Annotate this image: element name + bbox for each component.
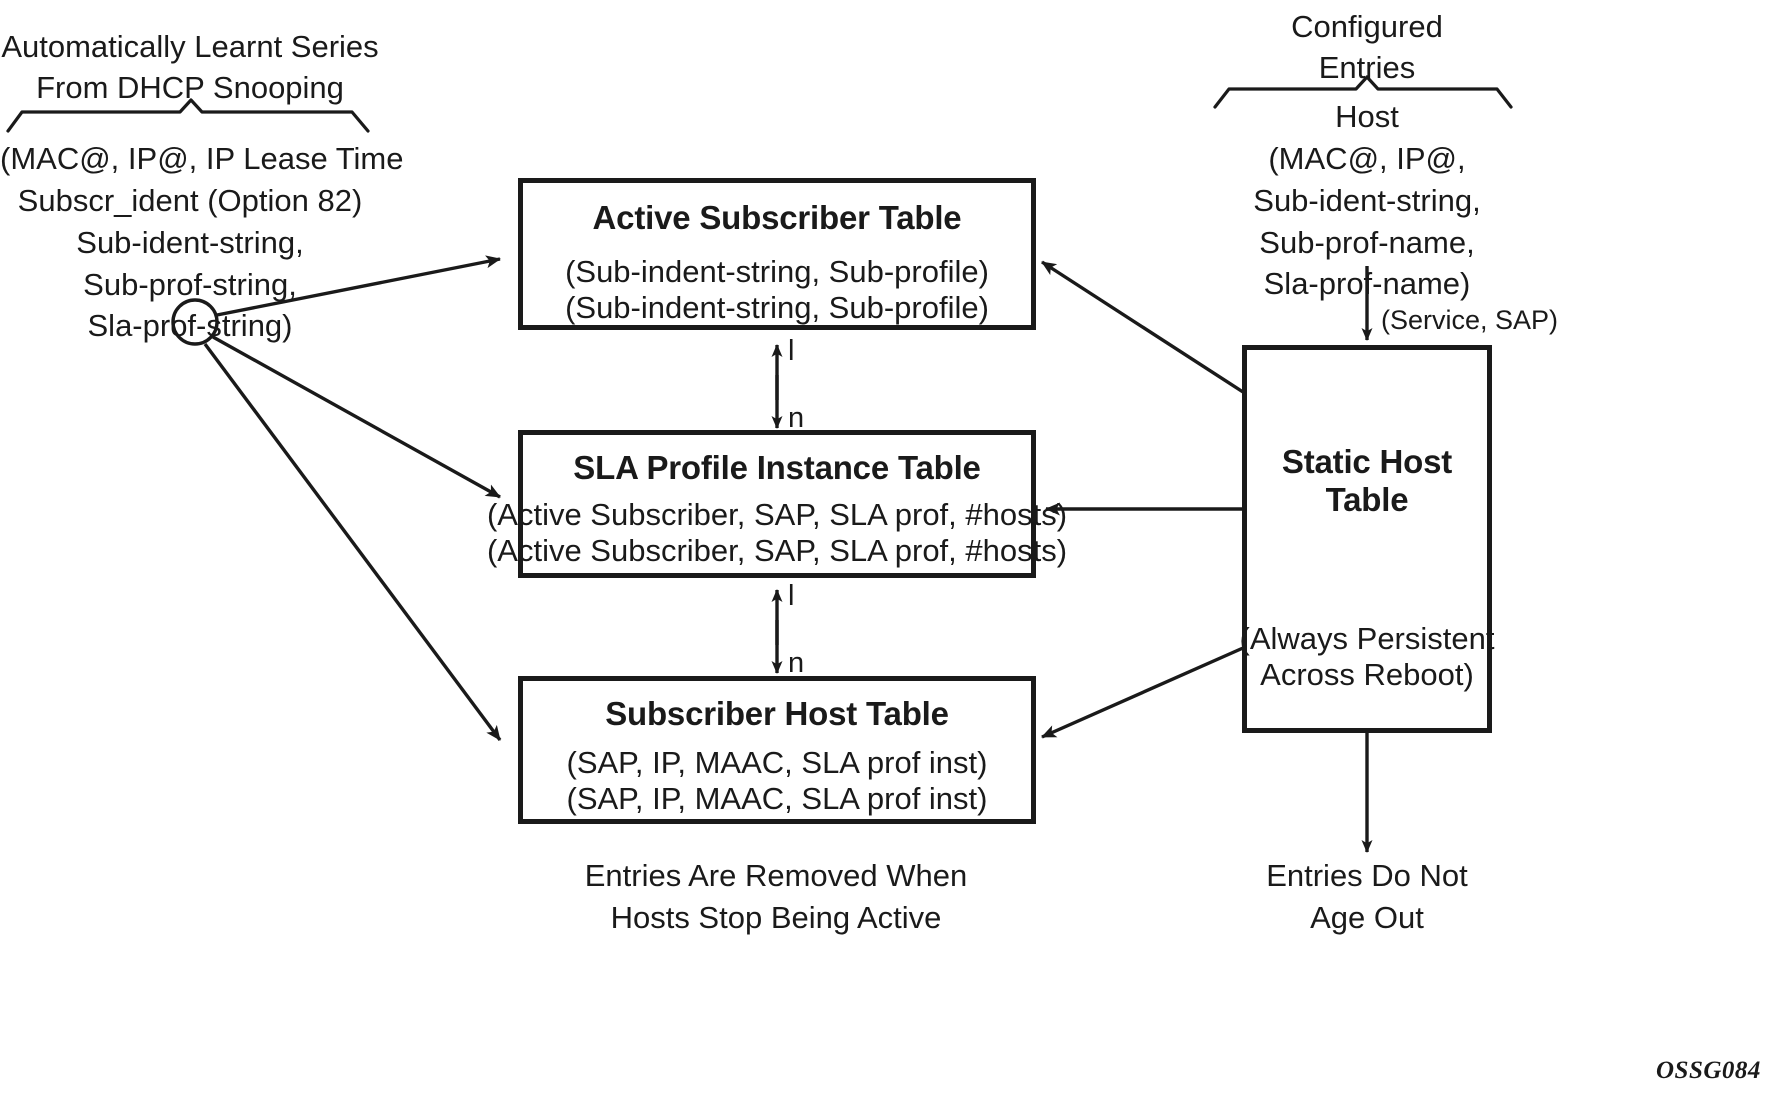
subscriber-host-table-title: Subscriber Host Table	[605, 695, 949, 732]
figure-id-label: OSSG084	[1656, 1057, 1761, 1084]
edge-static-host-to-subscriber-host	[1041, 646, 1244, 739]
service-sap-label: (Service, SAP)	[1381, 305, 1559, 335]
left-brace-label: Automatically Learnt Series From DHCP Sn…	[1, 29, 379, 106]
static-host-table[interactable]: Static Host Table (Always Persistent Acr…	[1239, 345, 1495, 733]
subscriber-host-table-row: (SAP, IP, MAAC, SLA prof inst)	[566, 745, 988, 780]
static-host-table-note: (Always Persistent Across Reboot)	[1239, 621, 1495, 692]
subscriber-host-table[interactable]: Subscriber Host Table (SAP, IP, MAAC, SL…	[518, 676, 1036, 824]
cardinality-active-one: l	[788, 335, 795, 367]
active-subscriber-table[interactable]: Active Subscriber Table (Sub-indent-stri…	[518, 178, 1036, 330]
cardinality-sla-one: l	[788, 580, 795, 612]
right-source-detail: Host (MAC@, IP@, Sub-ident-string, Sub-p…	[1253, 99, 1481, 302]
cardinality-sla-many: n	[788, 647, 805, 679]
sla-profile-instance-table[interactable]: SLA Profile Instance Table (Active Subsc…	[487, 430, 1067, 578]
cardinality-active-many: n	[788, 402, 805, 434]
active-subscriber-table-row: (Sub-indent-string, Sub-profile)	[565, 290, 989, 325]
static-host-table-title: Static Host Table	[1281, 443, 1453, 518]
active-subscriber-table-title: Active Subscriber Table	[592, 199, 962, 236]
subscriber-host-table-row: (SAP, IP, MAAC, SLA prof inst)	[566, 781, 988, 816]
active-subscriber-table-row: (Sub-indent-string, Sub-profile)	[565, 254, 989, 289]
left-source-detail: (MAC@, IP@, IP Lease Time Subscr_ident (…	[0, 141, 404, 344]
sla-profile-instance-table-row: (Active Subscriber, SAP, SLA prof, #host…	[486, 533, 1068, 568]
right-caption: Entries Do Not Age Out	[1266, 858, 1468, 935]
right-brace-label: Configured Entries	[1291, 9, 1443, 86]
left-caption: Entries Are Removed When Hosts Stop Bein…	[584, 858, 968, 935]
sla-profile-instance-table-title: SLA Profile Instance Table	[573, 449, 981, 486]
edge-origin-to-sla-profile	[212, 335, 501, 499]
edge-origin-to-subscriber-host	[203, 342, 502, 742]
sla-profile-instance-table-row: (Active Subscriber, SAP, SLA prof, #host…	[486, 497, 1068, 532]
